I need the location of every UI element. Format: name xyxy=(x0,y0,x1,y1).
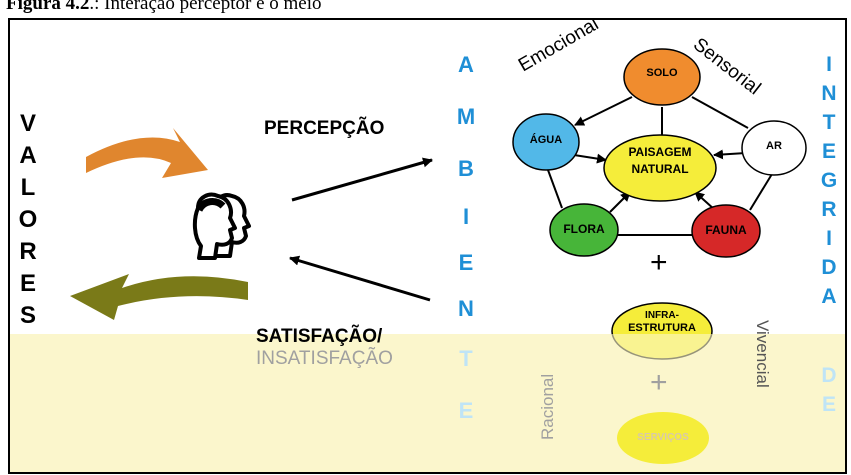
paisagem-label: PAISAGEM xyxy=(628,145,692,159)
two-heads-icon xyxy=(192,192,251,260)
figure-label: Figura 4.2 xyxy=(6,0,90,14)
integridade-letter: D xyxy=(821,256,837,279)
diagram-canvas xyxy=(70,48,807,464)
integridade-letter: I xyxy=(826,53,832,76)
natural-label: NATURAL xyxy=(631,162,689,176)
plus-sign: + xyxy=(650,246,668,279)
edge-solo-agua xyxy=(574,96,633,126)
ambiente-letter: N xyxy=(458,296,474,321)
solo-label: SOLO xyxy=(646,67,678,79)
integridade-letter: I xyxy=(826,227,832,250)
servicos-node xyxy=(617,412,709,464)
figure-caption: Figura 4.2.: Interação perceptor e o mei… xyxy=(6,0,322,15)
ambiente-letter: T xyxy=(459,346,473,371)
valores-letter: L xyxy=(20,174,36,201)
integridade-letter: D xyxy=(821,364,837,387)
infra-veil xyxy=(606,334,718,364)
olive-curved-arrow xyxy=(70,274,248,320)
percepcao-label: PERCEPÇÃO xyxy=(264,118,385,139)
orange-curved-arrow xyxy=(86,128,208,178)
fauna-node xyxy=(691,204,761,258)
solo-node xyxy=(623,48,701,106)
valores-letter: R xyxy=(19,238,37,265)
ambiente-letter: B xyxy=(458,156,474,181)
edge-ar-paisagem xyxy=(713,149,747,160)
agua-node xyxy=(512,113,580,171)
ar-node xyxy=(741,120,807,176)
ambiente-letter: E xyxy=(458,398,474,423)
ambiente-letter: I xyxy=(462,204,470,229)
figure-caption-text: .: Interação perceptor e o meio xyxy=(89,0,322,14)
integridade-letter: A xyxy=(821,285,837,308)
edge-solo-ar xyxy=(691,96,749,129)
vivencial-label: Vivencial xyxy=(753,320,772,388)
fauna-label: FAUNA xyxy=(705,223,747,237)
flora-label: FLORA xyxy=(563,222,605,236)
insatisfacao-label: INSATISFAÇÃO xyxy=(256,348,393,369)
valores-letter: S xyxy=(19,302,36,329)
edge-ar-fauna xyxy=(749,173,773,211)
estrutura-label: ESTRUTURA xyxy=(628,322,696,334)
infra-label: INFRA- xyxy=(645,310,679,321)
integridade-letter: T xyxy=(822,111,836,134)
integridade-letter: R xyxy=(821,198,837,221)
integridade-letter: E xyxy=(821,140,836,163)
flora-node xyxy=(549,203,619,257)
integridade-letter: E xyxy=(821,393,836,416)
ar-label: AR xyxy=(766,140,782,152)
servicos-label: SERVIÇOS xyxy=(637,432,689,443)
plus-sign: + xyxy=(650,366,668,399)
diagram-frame: V A L O R E S A M B I E N T E I N T E G … xyxy=(8,18,847,474)
ambiente-letter: M xyxy=(456,104,476,129)
edge-agua-flora xyxy=(547,169,563,209)
valores-letter: E xyxy=(19,270,36,297)
ambiente-letter: E xyxy=(458,250,474,275)
satisfacao-arrow xyxy=(289,255,431,302)
edge-agua-paisagem xyxy=(573,153,607,164)
ambiente-letter: A xyxy=(458,52,474,77)
agua-label: ÁGUA xyxy=(529,134,563,146)
valores-letter: V xyxy=(19,110,36,137)
integridade-letter: G xyxy=(820,169,838,192)
satisfacao-label: SATISFAÇÃO/ xyxy=(256,326,383,347)
racional-label: Racional xyxy=(538,373,557,440)
percepcao-arrow xyxy=(291,157,433,202)
valores-letter: A xyxy=(19,142,37,169)
valores-letter: O xyxy=(18,206,38,233)
integridade-letter: N xyxy=(821,82,837,105)
paisagem-node xyxy=(603,134,717,202)
